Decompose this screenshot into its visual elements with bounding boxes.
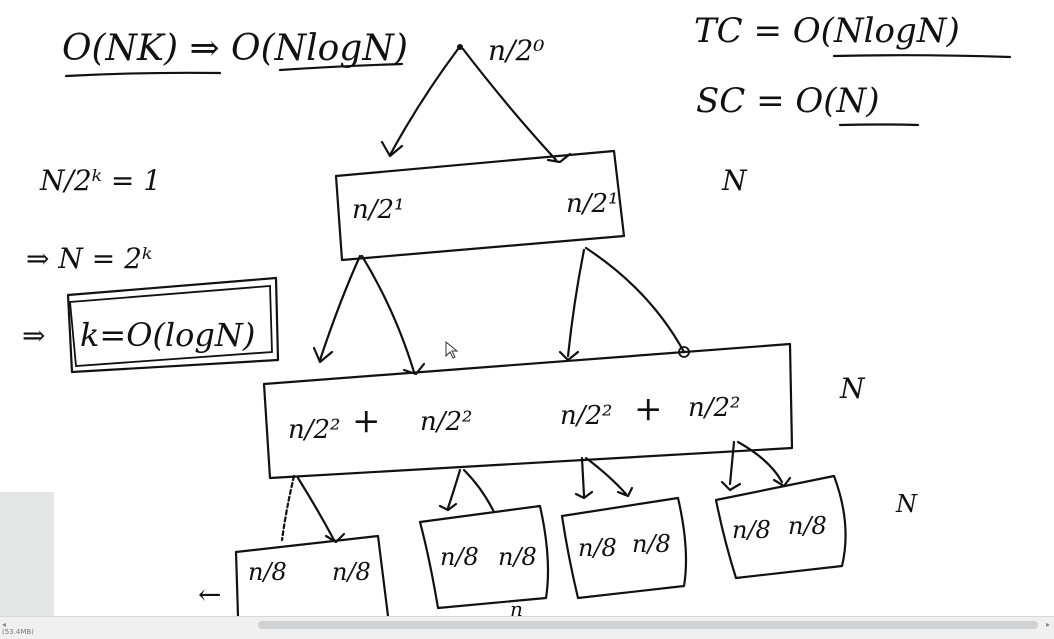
time-space-complexity: TC = O(NlogN) SC = O(N) N (694, 11, 1012, 197)
level3-1b: n/8 (332, 558, 371, 586)
n-label-level1: N (721, 164, 748, 197)
level3-box-3: n/8 n/8 (560, 496, 688, 600)
derivation-line2: ⇒ N = 2ᵏ (26, 242, 152, 275)
n-label-level3: N (895, 490, 918, 518)
level1-right: n/2¹ (566, 189, 618, 219)
level3-3b: n/8 (632, 530, 671, 558)
memory-status: (53.4MB) (2, 628, 34, 636)
horizontal-scrollbar[interactable]: ◂ ▸ (0, 616, 1054, 639)
level2-t1: n/2² (420, 407, 472, 437)
scroll-thumb[interactable] (258, 621, 1038, 629)
underline-tc (832, 54, 1012, 59)
level2-t3: n/2² (688, 393, 740, 423)
level2-t0: n/2² (288, 415, 340, 445)
level3-2b: n/8 (498, 543, 537, 571)
derivation: N/2ᵏ = 1 ⇒ N = 2ᵏ ⇒ k=O(logN) (22, 164, 280, 374)
level2-plus2: + (634, 389, 663, 429)
scroll-right-icon[interactable]: ▸ (1045, 620, 1050, 629)
level3-box-4: n/8 n/8 N (714, 474, 918, 580)
mouse-cursor-icon (445, 340, 459, 359)
level3-3a: n/8 (578, 534, 617, 562)
video-thumbnail-overlay (0, 492, 54, 616)
underline-onlogn (278, 62, 404, 72)
level2-plus1: + (352, 401, 381, 441)
level1-box: n/2¹ n/2¹ (334, 149, 626, 262)
complexity-text: O(NK) ⇒ O(NlogN) (62, 28, 408, 69)
tc-text: TC = O(NlogN) (694, 11, 960, 51)
level3-1a: n/8 (248, 558, 287, 586)
n-label-level2: N (839, 372, 866, 405)
level2-t2: n/2² (560, 401, 612, 431)
level2-arrows (280, 440, 792, 544)
arrow-left-glyph: ← (198, 578, 221, 611)
level3-4b: n/8 (788, 512, 827, 540)
level3-box-2: n/8 n/8 n (418, 504, 550, 621)
level2-box: n/2² + n/2² n/2² + n/2² N (262, 342, 866, 480)
root-label: n/2⁰ (488, 34, 545, 67)
underline-sc (838, 123, 920, 127)
level3-4a: n/8 (732, 516, 771, 544)
partial-n: n (510, 597, 523, 621)
level3-2a: n/8 (440, 543, 479, 571)
boxed-result-frame (66, 276, 280, 374)
boxed-result: k=O(logN) (80, 316, 255, 354)
derivation-line1: N/2ᵏ = 1 (39, 164, 161, 197)
level1-left: n/2¹ (352, 195, 404, 225)
scroll-left-icon[interactable]: ◂ (2, 620, 7, 629)
complexity-note: O(NK) ⇒ O(NlogN) (62, 28, 408, 78)
level3-box-1: n/8 n/8 ← (198, 534, 390, 618)
underline-onk (64, 71, 222, 78)
tree-root: n/2⁰ (380, 34, 572, 164)
derivation-line3: ⇒ (22, 319, 45, 352)
sc-text: SC = O(N) (696, 81, 880, 121)
